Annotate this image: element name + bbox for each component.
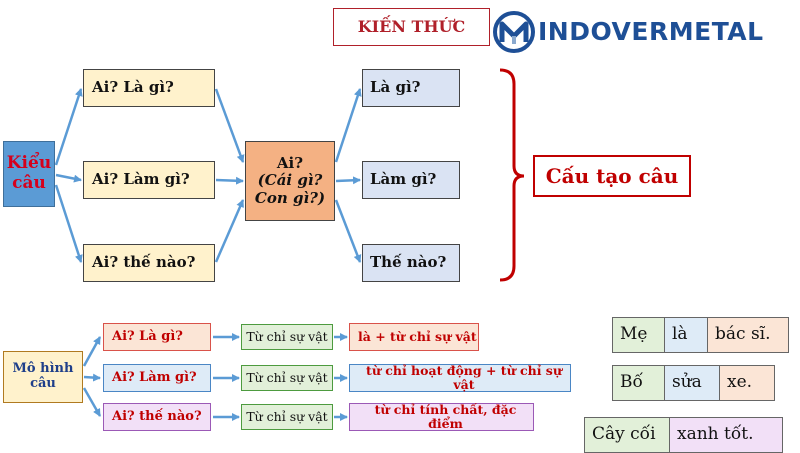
model-subject-1: Từ chỉ sự vật — [241, 324, 333, 350]
part-the-nao: Thế nào? — [362, 244, 460, 282]
example-2-verb: sửa — [664, 365, 720, 401]
question-ai-the-nao: Ai? thế nào? — [83, 244, 215, 282]
subject-line-3: Con gì?) — [254, 188, 326, 207]
page-title: KIẾN THỨC — [333, 8, 490, 46]
example-2-object: xe. — [719, 365, 775, 401]
part-lam-gi: Làm gì? — [362, 161, 460, 199]
arrow-the-to-center — [214, 199, 245, 263]
model-predicate-2: từ chỉ hoạt động + từ chỉ sự vật — [349, 363, 571, 392]
brand-logo: INDOVERMETAL — [492, 10, 792, 56]
arrow-root-to-the — [54, 184, 83, 263]
structure-label: Cấu tạo câu — [533, 155, 691, 197]
arrow-center-to-lam — [335, 176, 361, 185]
model-subject-3: Từ chỉ sự vật — [241, 404, 333, 430]
sentence-type-box: Kiểu câu — [3, 141, 55, 207]
model-box: Mô hình câu — [3, 351, 83, 403]
example-2-subject: Bố — [612, 365, 665, 401]
logo-mark-icon — [493, 11, 535, 53]
model-predicate-1: là + từ chỉ sự vật — [349, 323, 479, 351]
subject-box: Ai? (Cái gì? Con gì?) — [245, 141, 335, 221]
structure-bracket — [499, 68, 525, 282]
arrow-lam-to-center — [215, 176, 244, 185]
model-question-3: Ai? thế nào? — [103, 403, 211, 431]
logo-text: INDOVERMETAL — [538, 17, 764, 46]
arrow-root-to-lam — [55, 173, 82, 183]
example-3-predicate: xanh tốt. — [669, 417, 783, 453]
subject-line-2: (Cái gì? — [257, 171, 323, 190]
question-ai-la-gi: Ai? Là gì? — [83, 69, 215, 107]
arrow-la-to-center — [214, 88, 245, 163]
arrow-model-to-q3 — [82, 387, 102, 417]
subject-line-1: Ai? — [276, 154, 304, 173]
model-question-1: Ai? Là gì? — [103, 323, 211, 351]
model-question-2: Ai? Làm gì? — [103, 364, 211, 392]
example-1-object: bác sĩ. — [707, 317, 789, 353]
example-3-subject: Cây cối — [584, 417, 670, 453]
example-1-subject: Mẹ — [612, 317, 665, 353]
example-1-verb: là — [664, 317, 708, 353]
arrow-root-to-la — [54, 88, 83, 166]
arrow-center-to-the — [334, 199, 362, 263]
arrow-model-to-q2 — [83, 373, 101, 382]
model-subject-2: Từ chỉ sự vật — [241, 365, 333, 391]
arrow-model-to-q1 — [82, 336, 102, 367]
arrow-center-to-la — [334, 88, 362, 163]
part-la-gi: Là gì? — [362, 69, 460, 107]
question-ai-lam-gi: Ai? Làm gì? — [83, 161, 215, 199]
model-predicate-3: từ chỉ tính chất, đặc điểm — [349, 402, 534, 431]
